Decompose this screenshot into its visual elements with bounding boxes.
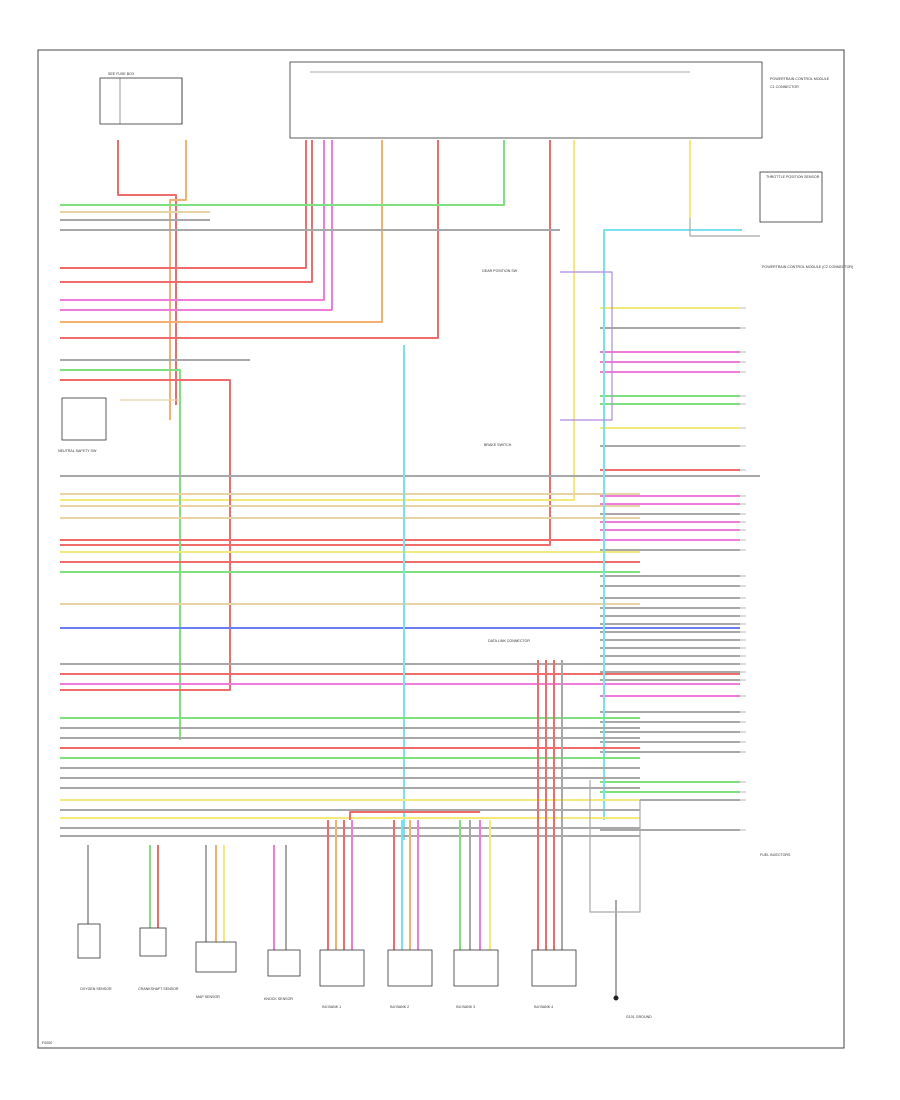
injector-bank-3 (453, 949, 499, 987)
bottom-label-6: INJ BANK 3 (456, 1005, 475, 1009)
map-sensor (195, 941, 237, 973)
wire-3 (60, 140, 313, 283)
bottom-label-4: INJ BANK 1 (322, 1005, 341, 1009)
bottom-label-7: INJ BANK 4 (534, 1005, 553, 1009)
ecm-right-note: POWERTRAIN CONTROL MODULE (C2 CONNECTOR) (762, 265, 853, 269)
pcm-connector-label: C1 CONNECTOR (770, 85, 799, 89)
wire-17 (60, 379, 231, 691)
wire-153 (349, 811, 480, 820)
bottom-label-5: INJ BANK 2 (390, 1005, 409, 1009)
wire-4 (60, 140, 325, 301)
bottom-label-1: CRANKSHAFT SENSOR (138, 987, 179, 991)
wire-0 (117, 140, 177, 405)
data-link-label: DATA LINK CONNECTOR (488, 639, 530, 643)
neutral-safety-switch: NEUTRAL SAFETY SW (58, 397, 107, 453)
injector-bank-2 (387, 949, 433, 987)
wire-113 (560, 271, 613, 421)
wire-155 (589, 780, 641, 913)
throttle-position-box: THROTTLE POSITION SENSOR (759, 171, 823, 223)
wire-8 (60, 140, 505, 206)
bottom-label-0: OXYGEN SENSOR (80, 987, 112, 991)
wire-5 (60, 140, 333, 311)
oxygen-sensor (77, 923, 101, 959)
neutral-safety-label: NEUTRAL SAFETY SW (58, 449, 97, 453)
ground-symbol (613, 995, 619, 1001)
injector-bank-4 (531, 949, 577, 987)
wire-9 (60, 140, 551, 546)
wire-group (60, 140, 760, 996)
ground-label: G101 GROUND (626, 1015, 652, 1019)
pcm-title: POWERTRAIN CONTROL MODULE (770, 77, 830, 81)
pcm-top-box: POWERTRAIN CONTROL MODULE C1 CONNECTOR (289, 61, 830, 139)
gear-position-label: GEAR POSITION SW (482, 269, 518, 273)
tps-title: THROTTLE POSITION SENSOR (766, 175, 820, 179)
pin-label-group (740, 307, 746, 831)
wire-1 (169, 140, 187, 420)
wire-2 (60, 140, 307, 269)
footer-code: F0000 (42, 1041, 52, 1045)
bottom-label-3: KNOCK SENSOR (264, 997, 293, 1001)
fuse-box-label: SEE FUSE BOX (108, 72, 135, 76)
wire-10 (60, 140, 575, 501)
injector-bank-1 (319, 949, 365, 987)
knock-sensor (267, 949, 301, 977)
fuse-relay-box: SEE FUSE BOX (99, 72, 183, 125)
crankshaft-sensor (139, 927, 167, 957)
injector-block-label: FUEL INJECTORS (760, 853, 791, 857)
wire-114 (689, 218, 760, 237)
diagram-border (37, 49, 845, 1049)
wire-6 (60, 140, 383, 323)
brake-switch-label: BRAKE SWITCH (484, 443, 512, 447)
bottom-label-2: MAP SENSOR (196, 995, 220, 999)
wire-111 (603, 229, 742, 820)
wire-16 (60, 369, 181, 740)
